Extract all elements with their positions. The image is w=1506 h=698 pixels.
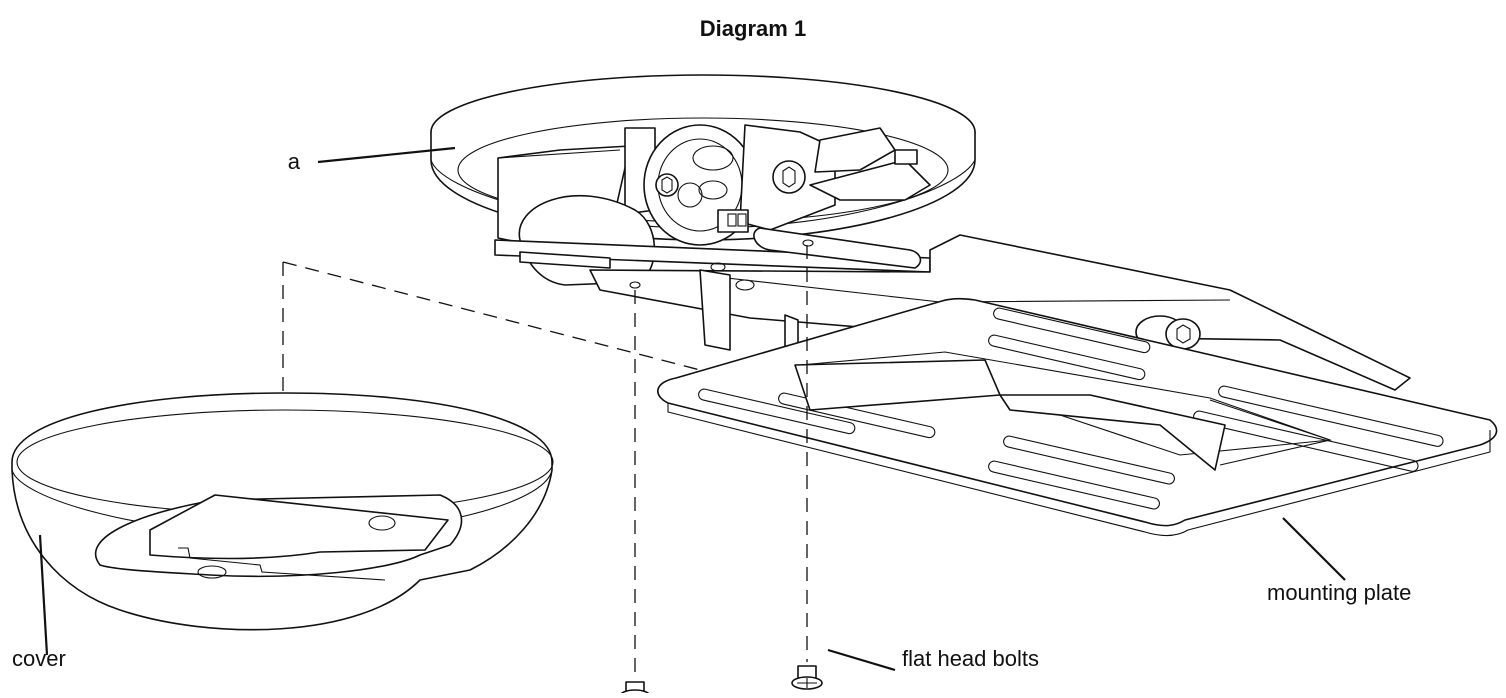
diagram-title: Diagram 1 (700, 16, 806, 41)
cover (11, 392, 554, 631)
ceiling-base (430, 74, 976, 286)
label-mounting-plate: mounting plate (1267, 580, 1411, 605)
label-cover: cover (12, 646, 66, 671)
mounting-plate (657, 297, 1498, 537)
label-flat-head-bolts: flat head bolts (902, 646, 1039, 671)
alignment-lines (282, 245, 808, 680)
flat-head-bolt-right (791, 665, 823, 690)
leader-lines (38, 146, 1346, 672)
plate-slots (698, 307, 1444, 510)
flat-head-bolt-left (619, 681, 651, 698)
label-a: a (288, 149, 301, 174)
